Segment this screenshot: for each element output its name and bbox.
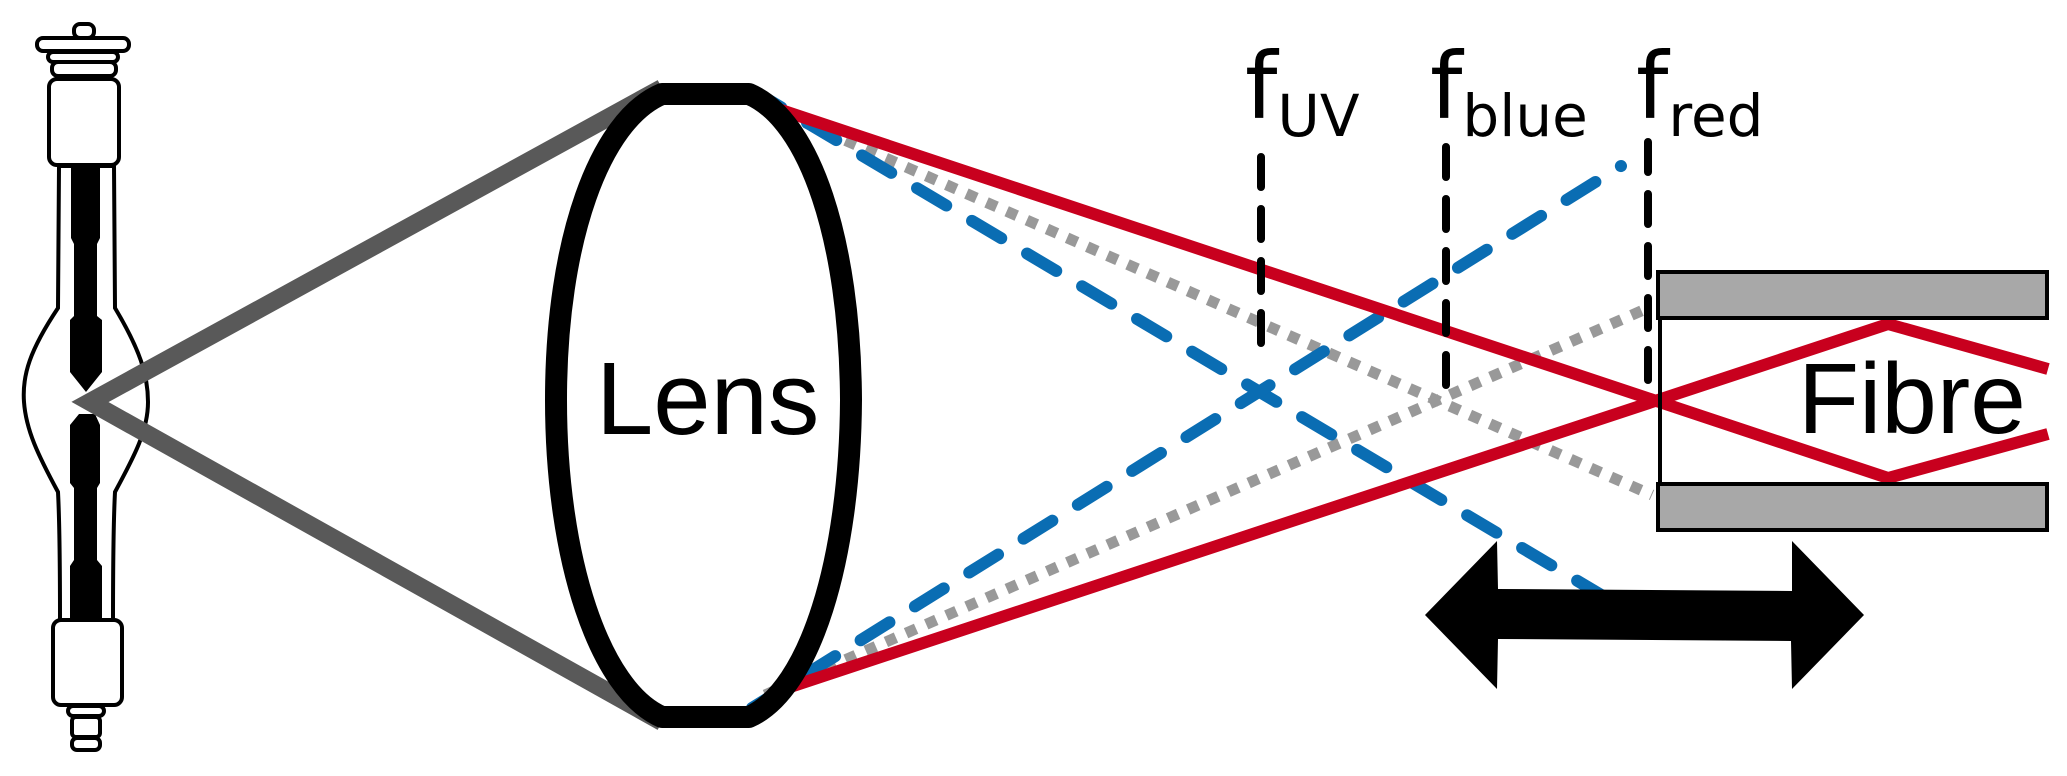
fibre: Fibre	[1656, 270, 2049, 532]
focal-label-blue: fblue	[1430, 33, 1588, 150]
focal-label-uv: fUV	[1245, 33, 1360, 150]
focal-markers	[1257, 138, 1652, 399]
double-arrow-icon	[1425, 541, 1864, 689]
fibre-cladding-top	[1656, 270, 2049, 320]
red-rays	[773, 102, 2050, 698]
focal-label-red: fred	[1636, 33, 1763, 150]
uv-rays	[762, 99, 1655, 701]
blue-rays	[746, 84, 1627, 714]
lens: Lens	[545, 83, 862, 728]
source-light-cone	[71, 80, 667, 730]
lens-label: Lens	[596, 341, 819, 456]
fibre-label: Fibre	[1798, 343, 2026, 455]
fibre-cladding-bottom	[1656, 482, 2049, 532]
arc-lamp-icon	[21, 22, 151, 752]
